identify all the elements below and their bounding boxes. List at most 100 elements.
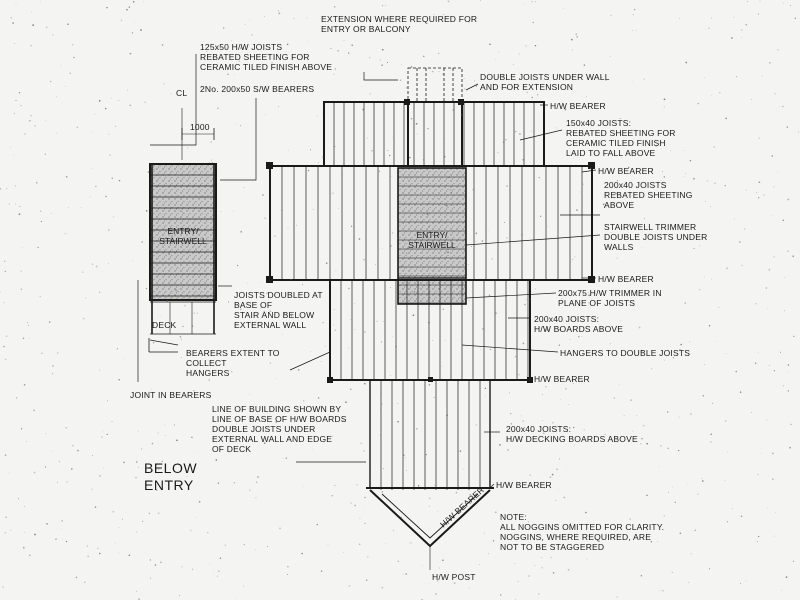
- speckle-dot: [640, 574, 643, 577]
- speckle-dot: [525, 45, 527, 47]
- speckle-dot: [85, 297, 87, 299]
- speckle-dot: [610, 232, 612, 233]
- speckle-dot: [381, 491, 383, 493]
- speckle-dot: [13, 112, 15, 115]
- speckle-dot: [481, 240, 484, 242]
- speckle-dot: [113, 216, 115, 218]
- speckle-dot: [135, 590, 137, 592]
- speckle-dot: [15, 203, 17, 205]
- speckle-dot: [650, 367, 653, 370]
- speckle-dot: [387, 149, 389, 151]
- speckle-dot: [132, 259, 134, 261]
- speckle-dot: [140, 448, 143, 450]
- speckle-dot: [400, 516, 403, 519]
- speckle-dot: [578, 336, 580, 338]
- speckle-dot: [509, 392, 511, 394]
- speckle-dot: [301, 317, 303, 319]
- speckle-dot: [444, 138, 445, 140]
- speckle-dot: [382, 468, 384, 470]
- speckle-dot: [4, 270, 7, 273]
- speckle-dot: [186, 188, 188, 190]
- speckle-dot: [386, 61, 389, 64]
- speckle-dot: [290, 278, 292, 281]
- speckle-dot: [739, 391, 742, 393]
- speckle-dot: [594, 102, 597, 105]
- speckle-dot: [798, 131, 800, 133]
- speckle-dot: [601, 77, 603, 79]
- speckle-dot: [480, 349, 482, 351]
- speckle-dot: [672, 357, 674, 359]
- label-double-joists-wall: DOUBLE JOISTS UNDER WALL AND FOR EXTENSI…: [480, 72, 610, 92]
- speckle-dot: [437, 197, 438, 199]
- speckle-dot: [408, 156, 411, 159]
- speckle-dot: [108, 263, 109, 264]
- speckle-dot: [161, 44, 164, 46]
- speckle-dot: [178, 209, 180, 211]
- speckle-dot: [704, 77, 706, 78]
- speckle-dot: [286, 43, 289, 46]
- speckle-dot: [4, 260, 6, 262]
- speckle-dot: [65, 540, 68, 543]
- label-joists-doubled: JOISTS DOUBLED AT BASE OF STAIR AND BELO…: [234, 290, 323, 330]
- speckle-dot: [583, 64, 586, 66]
- speckle-dot: [532, 21, 535, 24]
- speckle-dot: [95, 185, 97, 187]
- speckle-dot: [334, 329, 337, 331]
- speckle-dot: [348, 52, 350, 54]
- speckle-dot: [10, 529, 12, 531]
- speckle-dot: [489, 348, 491, 351]
- speckle-dot: [49, 80, 52, 83]
- speckle-dot: [389, 286, 391, 288]
- speckle-dot: [422, 565, 423, 567]
- speckle-dot: [731, 37, 733, 39]
- speckle-dot: [463, 78, 465, 80]
- speckle-dot: [446, 414, 448, 417]
- speckle-dot: [615, 436, 617, 438]
- speckle-dot: [499, 594, 502, 596]
- speckle-dot: [249, 394, 251, 395]
- speckle-dot: [628, 166, 630, 169]
- speckle-dot: [211, 159, 212, 161]
- speckle-dot: [295, 224, 298, 226]
- speckle-dot: [278, 12, 281, 15]
- speckle-dot: [206, 296, 209, 298]
- speckle-dot: [679, 349, 681, 351]
- speckle-dot: [468, 300, 470, 302]
- speckle-dot: [209, 563, 211, 564]
- speckle-dot: [277, 106, 280, 108]
- speckle-dot: [428, 166, 431, 168]
- speckle-dot: [77, 449, 79, 452]
- speckle-dot: [740, 515, 743, 517]
- speckle-dot: [602, 203, 605, 206]
- speckle-dot: [34, 533, 36, 536]
- speckle-dot: [217, 107, 219, 110]
- speckle-dot: [506, 237, 508, 239]
- speckle-dot: [238, 303, 240, 305]
- speckle-dot: [358, 238, 361, 240]
- speckle-dot: [661, 171, 663, 173]
- label-joists-200x40-rebated: 200x40 JOISTS REBATED SHEETING ABOVE: [604, 180, 693, 210]
- speckle-dot: [369, 57, 371, 59]
- speckle-dot: [8, 472, 10, 474]
- speckle-dot: [525, 298, 527, 300]
- speckle-dot: [615, 192, 617, 195]
- label-below-entry: BELOW ENTRY: [144, 460, 198, 493]
- label-sw-bearers: 2No. 200x50 S/W BEARERS: [200, 84, 315, 94]
- speckle-dot: [529, 301, 532, 303]
- speckle-dot: [555, 127, 557, 129]
- speckle-dot: [3, 345, 5, 348]
- speckle-dot: [364, 496, 366, 499]
- speckle-dot: [710, 433, 713, 436]
- speckle-dot: [151, 442, 154, 445]
- speckle-dot: [460, 114, 463, 116]
- speckle-dot: [240, 230, 243, 233]
- label-extension: EXTENSION WHERE REQUIRED FOR ENTRY OR BA…: [321, 14, 478, 34]
- speckle-dot: [766, 507, 768, 509]
- speckle-dot: [369, 93, 371, 95]
- speckle-dot: [337, 50, 339, 52]
- speckle-dot: [538, 176, 540, 179]
- speckle-dot: [552, 571, 555, 574]
- speckle-dot: [734, 218, 735, 220]
- speckle-dot: [777, 49, 779, 51]
- speckle-dot: [699, 245, 700, 247]
